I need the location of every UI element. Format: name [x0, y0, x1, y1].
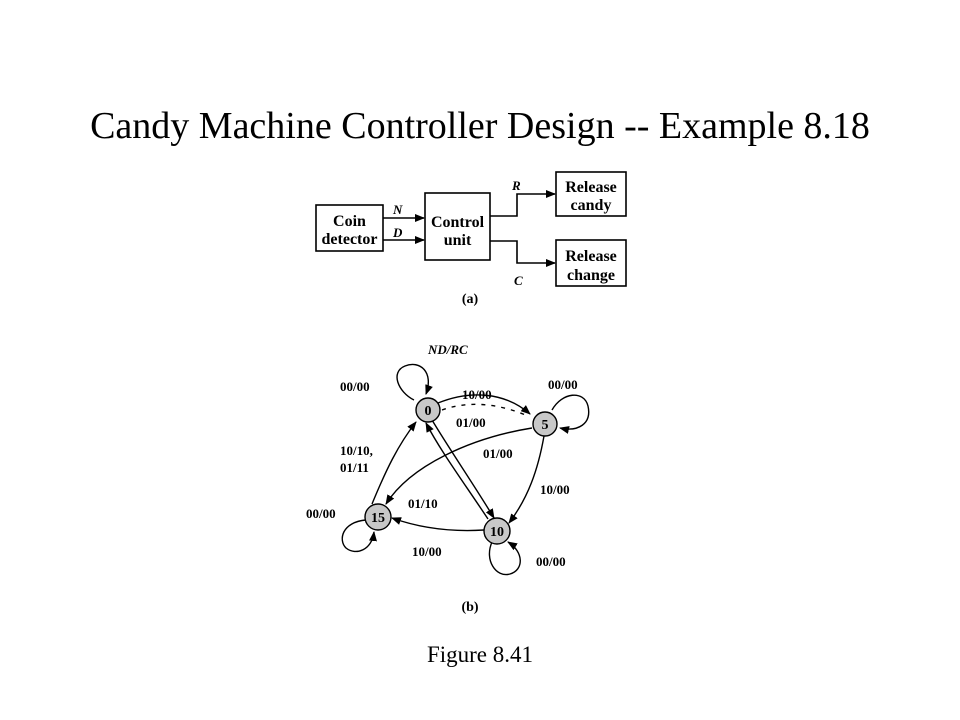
- state-5-label: 5: [542, 418, 549, 433]
- figure-caption: Figure 8.41: [426, 642, 534, 667]
- edge-10-to-0: [425, 422, 489, 520]
- release-candy-box: [555, 171, 627, 217]
- signal-d-label: D: [392, 225, 403, 240]
- release-change-label-2: change: [567, 267, 615, 284]
- signal-n-label: N: [392, 202, 403, 217]
- self-loop-0: [396, 363, 433, 401]
- edge-10-to-15: [391, 517, 485, 532]
- signal-r-label: R: [511, 178, 521, 193]
- subfigure-b-label: (b): [461, 600, 478, 615]
- states: [364, 397, 558, 545]
- state-10-node: [483, 517, 511, 545]
- c-signal-line: [490, 240, 556, 267]
- edge-0-to-10: [431, 419, 495, 519]
- edge-0-to-5: [437, 394, 531, 415]
- state-15-label: 15: [371, 511, 385, 526]
- state-10-label: 10: [490, 525, 504, 540]
- edge-label-self5: 00/00: [548, 377, 578, 392]
- edge-label-10-15: 10/00: [412, 544, 442, 559]
- edge-label-self15: 00/00: [306, 506, 336, 521]
- edge-label-5-15: 01/00: [483, 446, 513, 461]
- release-candy-label-2: candy: [571, 197, 612, 214]
- self-loop-10: [488, 541, 521, 576]
- edge-15-to-0: [371, 421, 417, 505]
- edge-label-self10: 00/00: [536, 554, 566, 569]
- page-title: Candy Machine Controller Design -- Examp…: [90, 105, 870, 147]
- control-unit-box: [424, 192, 491, 261]
- coin-detector-box: [315, 204, 384, 252]
- edge-5-to-15: [385, 427, 533, 505]
- state-edges: [341, 363, 590, 576]
- edge-5-to-10: [508, 435, 545, 524]
- edge-label-self0: 00/00: [340, 379, 370, 394]
- state-legend: ND/RC: [427, 342, 468, 357]
- state-5-node: [532, 411, 558, 437]
- coin-detector-label-2: detector: [322, 231, 378, 248]
- coin-detector-label-1: Coin: [333, 213, 366, 230]
- r-signal-line: [490, 190, 556, 217]
- edge-0-to-5-dashed: [441, 403, 529, 417]
- edge-label-10-0: 01/10: [408, 496, 438, 511]
- subfigure-a-label: (a): [462, 292, 479, 307]
- release-change-label-1: Release: [565, 248, 617, 265]
- edge-label-0-5: 10/00: [462, 387, 492, 402]
- edge-label-5-10: 10/00: [540, 482, 570, 497]
- control-unit-label-2: unit: [444, 232, 472, 249]
- state-15-node: [364, 503, 392, 531]
- edge-label-15-0-line1: 10/10,: [340, 443, 373, 458]
- self-loop-5: [551, 394, 590, 434]
- self-loop-15: [341, 519, 377, 553]
- edge-label-15-0-line2: 01/11: [340, 460, 369, 475]
- control-unit-label-1: Control: [431, 214, 485, 231]
- release-change-box: [555, 239, 627, 287]
- edge-label-0-10: 01/00: [456, 415, 486, 430]
- state-0-node: [415, 397, 441, 423]
- release-candy-label-1: Release: [565, 179, 617, 196]
- block-diagram: [315, 171, 627, 287]
- state-0-label: 0: [425, 404, 432, 419]
- signal-c-label: C: [514, 273, 523, 288]
